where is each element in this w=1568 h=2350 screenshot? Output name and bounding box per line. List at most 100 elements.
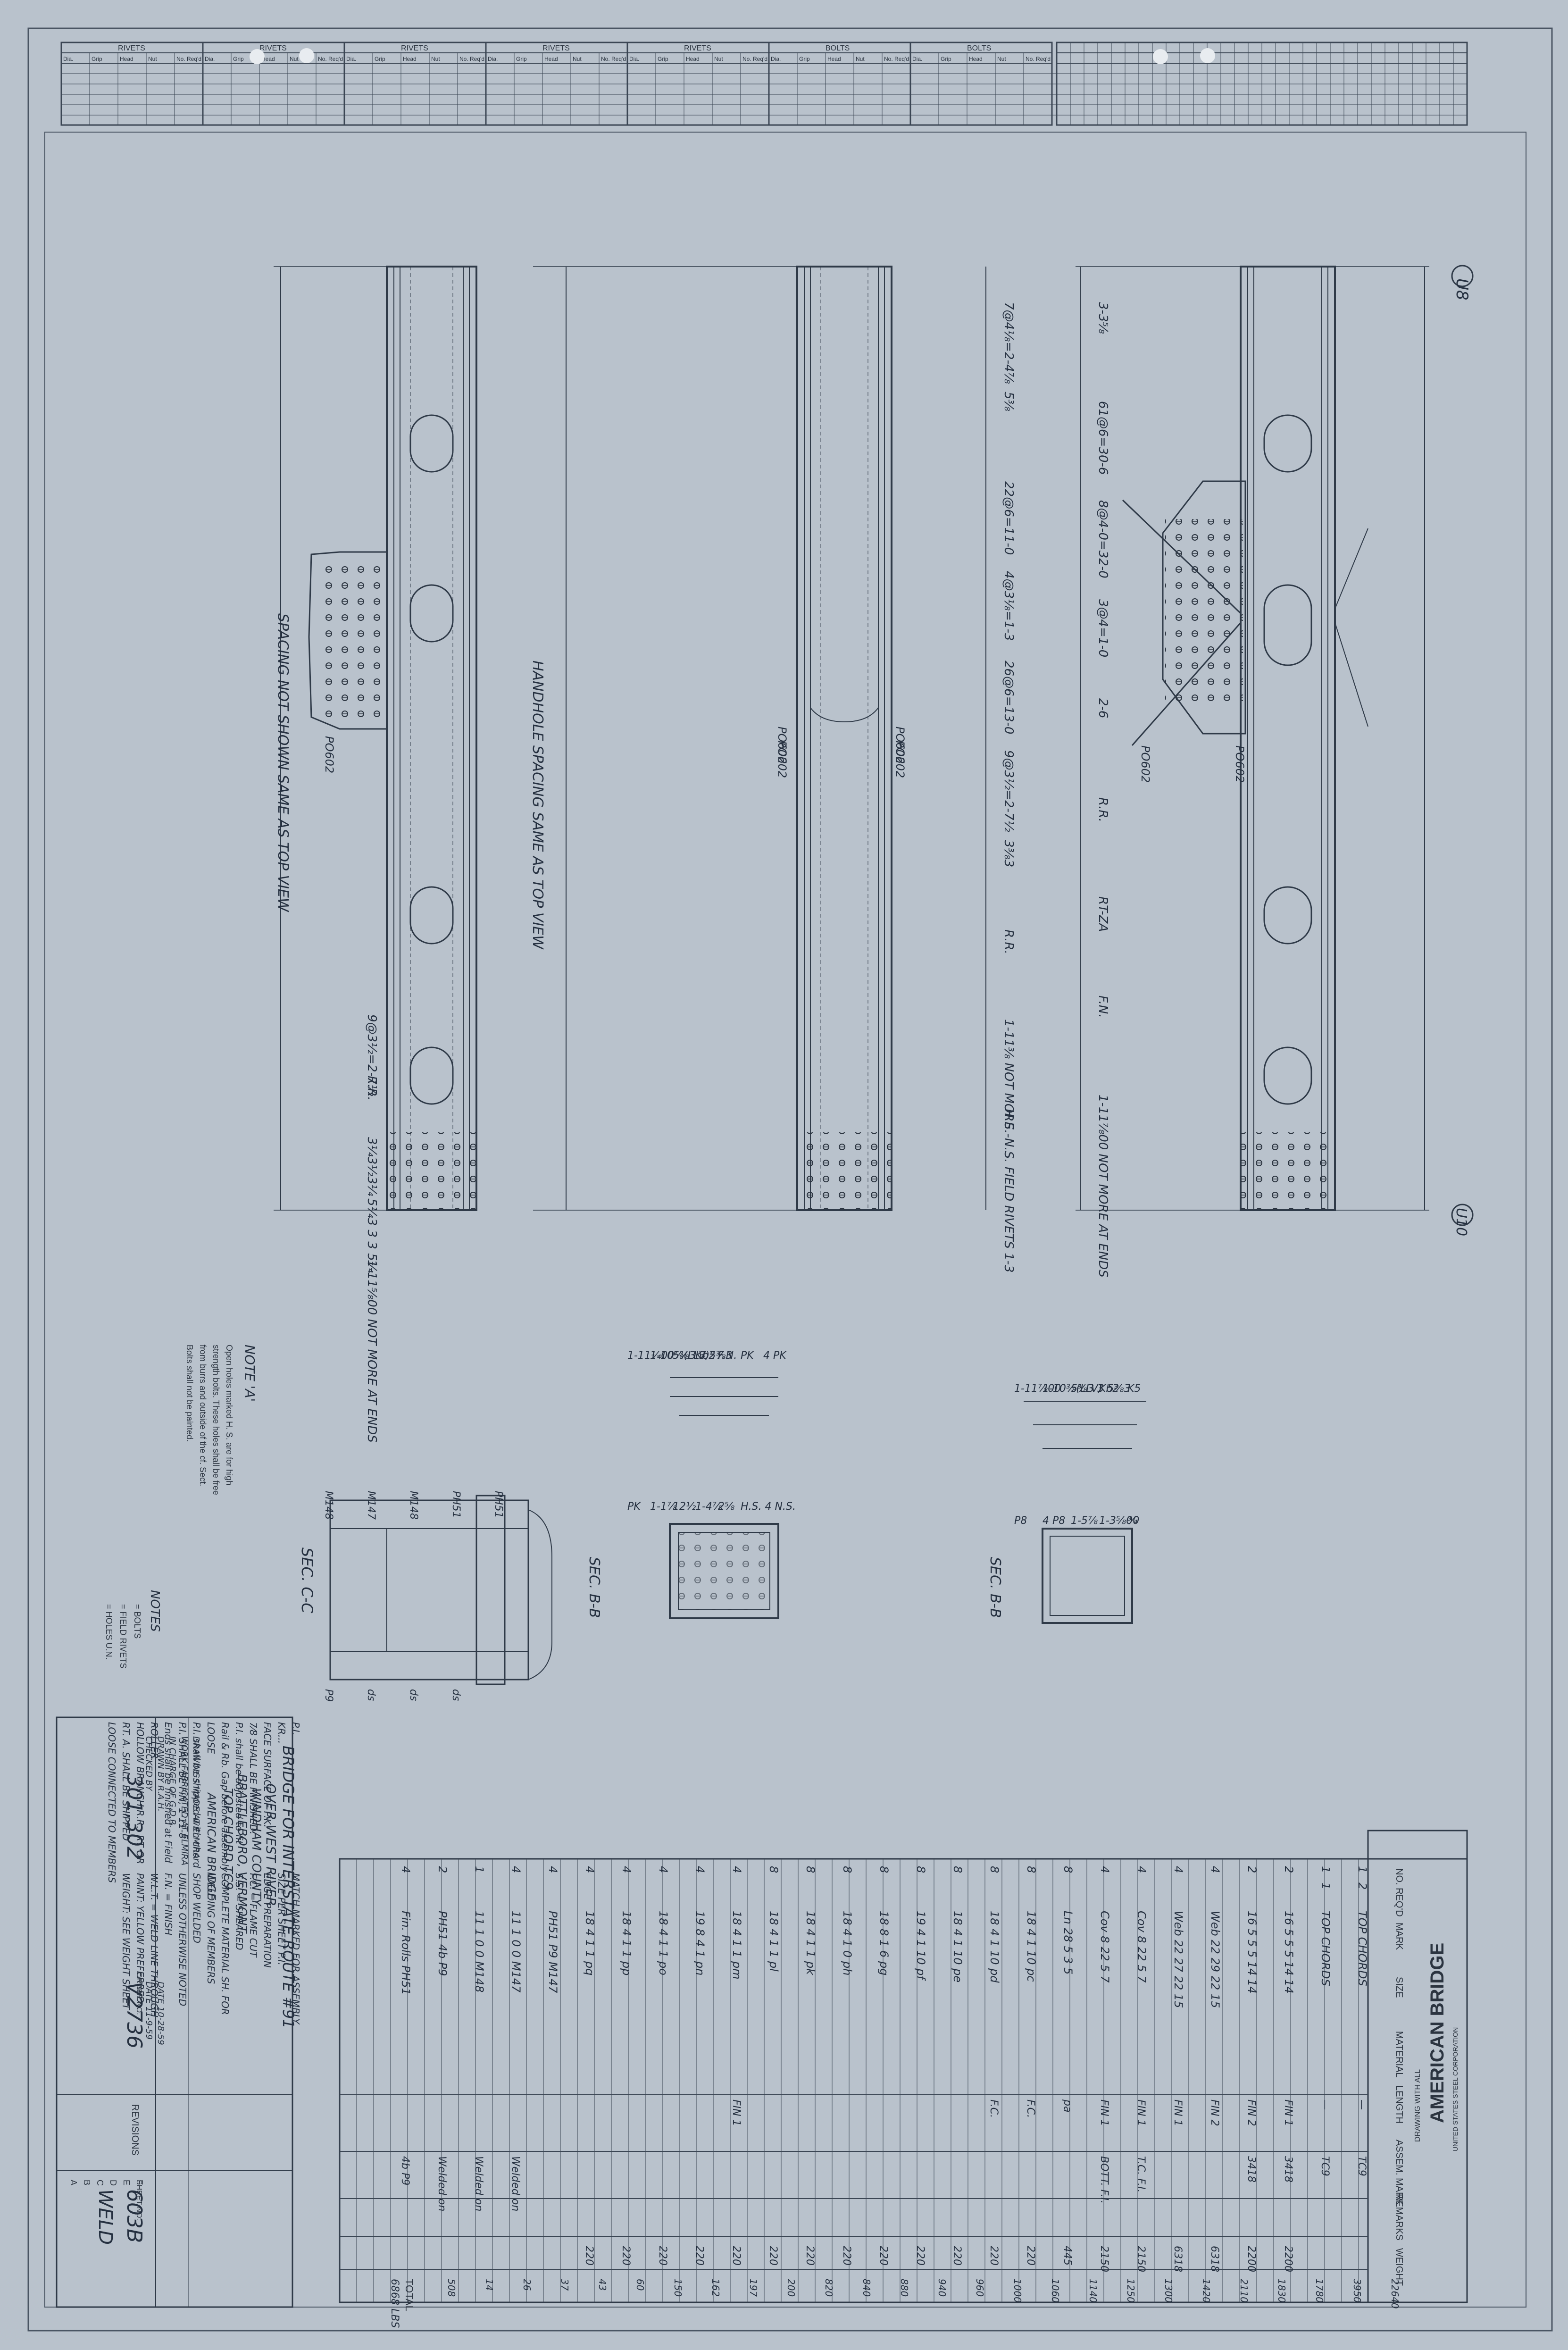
remark-line: 7⁄8 SHALL BE FINISHED.	[248, 1722, 259, 1834]
side-weight-value: 1830	[1276, 2279, 1287, 2303]
bill-row-material: FIN 1	[1282, 2099, 1294, 2126]
remark-line: Ends shall be finished at Field	[163, 1722, 174, 1863]
section-b-b-right-label: ¾	[1127, 1515, 1138, 1527]
remark-line: ROLLER	[149, 1722, 160, 1759]
side-weight-value: 2110	[1238, 2279, 1250, 2303]
bill-row-qty: 2	[436, 1866, 449, 1873]
remark-line: LOOSE CONNECTED TO MEMBERS	[106, 1722, 117, 1883]
middle-elevation-view	[533, 266, 986, 1211]
bill-row-weight: 220	[657, 2246, 668, 2266]
bill-row-material: —	[1356, 2099, 1368, 2110]
sheet-label: SHEET NO.	[135, 2180, 143, 2220]
side-weight-value: 1000	[1012, 2279, 1023, 2303]
bill-row-assembly: Welded on	[509, 2156, 521, 2211]
bill-row-qty: 2	[1245, 1866, 1259, 1873]
notes-legend-line: = HOLES U.N.	[104, 1604, 114, 1660]
bill-row-description: Cov 8 22 5 7	[1098, 1911, 1111, 1983]
bill-row-weight: 2200	[1282, 2246, 1294, 2272]
side-weight-value: 840	[861, 2279, 872, 2297]
section-c-c-label: P9	[323, 1689, 334, 1702]
bill-row-weight: 220	[583, 2246, 595, 2266]
section-b-b-left-label: F.N.	[718, 1350, 737, 1362]
title-block-line2: OVER WEST RIVER	[263, 1783, 279, 1906]
header-group-label: RIVETS	[542, 44, 570, 52]
header-subcol-label: Head	[827, 56, 841, 62]
revision-letter: F	[135, 2180, 144, 2185]
bill-row-weight: 220	[620, 2246, 632, 2266]
bill-row-description: Fin. Rolls PH51	[399, 1911, 412, 1995]
section-c-c-label: ds	[408, 1689, 419, 1701]
bill-row-material: FIN 1	[730, 2099, 742, 2126]
bill-row-description: 18 8 1 6 pg	[877, 1911, 891, 1975]
bill-row-qty: 1	[1319, 1866, 1332, 1873]
right-view-dimension: 3@4=1-0	[1096, 599, 1110, 657]
punch-hole	[1200, 48, 1215, 63]
middle-view-dimension: 4@3⅛=1-3	[1001, 571, 1016, 641]
section-b-b-right-label: 1-5⅞	[1071, 1515, 1098, 1527]
section-b-b-left-label: PK	[627, 1501, 641, 1513]
bill-row-weight: 445	[1061, 2246, 1073, 2266]
remark-line: W.L.T. = WELD LINE THROUGH	[149, 1873, 160, 2017]
header-group-label: RIVETS	[118, 44, 145, 52]
right-elevation-view	[1076, 265, 1474, 1226]
section-b-b-right-title: SEC. B-B	[987, 1557, 1003, 1618]
header-subcol-label: Dia.	[346, 56, 356, 62]
bill-row-qty: 4	[1209, 1866, 1222, 1873]
header-subcol-label: Nut	[997, 56, 1006, 62]
side-weight-value: 197	[748, 2279, 759, 2297]
left-view-note: SPACING NOT SHOWN SAME AS TOP VIEW	[275, 613, 291, 912]
bill-row-description: 16 5 5 5 14 14	[1282, 1911, 1295, 1994]
bill-column-header: SIZE	[1394, 1977, 1404, 1998]
notes-legend-line: = BOLTS	[133, 1604, 142, 1639]
header-subcol-label: Grip	[941, 56, 951, 62]
side-weight-value: 1140	[1087, 2279, 1099, 2303]
section-b-b-left-label: 5⅜3 3 5⅜3	[673, 1350, 733, 1362]
header-subcol-label: Nut	[856, 56, 865, 62]
bill-column-header: MATERIAL	[1394, 2031, 1404, 2078]
title-block	[56, 1716, 293, 2308]
bill-row-assembly: BOTT. F.I.	[1098, 2156, 1110, 2204]
bill-row-material: FIN 1	[1172, 2099, 1184, 2126]
remark-line: WEIGHT: SEE WEIGHT SHEET	[120, 1873, 132, 2010]
section-b-b-left-label: 1-4⅞	[695, 1501, 722, 1513]
bill-row-qty: 8	[804, 1866, 817, 1873]
right-view-dimension: 3-3⅝	[1096, 302, 1110, 334]
bill-row-description: 18 4 1 10 pc	[1025, 1911, 1038, 1982]
header-subcol-label: Grip	[516, 56, 527, 62]
remark-line: P.I. shall be shipped with chord	[191, 1722, 202, 1868]
bill-row-weight: 2150	[1135, 2246, 1147, 2272]
section-b-b-left-title: SEC. B-B	[586, 1557, 602, 1618]
punch-hole	[299, 48, 314, 63]
middle-view-dimension: R.R.	[1001, 929, 1016, 954]
bill-row-material: pa	[1061, 2099, 1073, 2112]
revision-letter: B	[82, 2180, 92, 2185]
reference-number: 301,302	[122, 1774, 146, 1860]
bill-column-header: REMARKS	[1394, 2194, 1404, 2241]
right-view-dimension: R.R.	[1096, 797, 1110, 822]
bill-row-qty: 4	[1172, 1866, 1185, 1873]
section-c-c-label: PH51	[450, 1491, 462, 1518]
header-group-label: BOLTS	[826, 44, 850, 52]
section-b-b-right-label: Kb2	[1099, 1383, 1119, 1395]
header-group-label: RIVETS	[684, 44, 711, 52]
right-view-dimension: RT-ZA	[1096, 896, 1110, 932]
section-b-b-left-label: 1-1⅞	[650, 1501, 677, 1513]
side-weight-value: 1060	[1050, 2279, 1061, 2303]
left-view-dimension: 5¼3 3 3 5¼	[365, 1198, 379, 1273]
bill-row-description: 19 8 4 1 pn	[693, 1911, 707, 1975]
middle-view-dimension: 3⅜3	[1001, 840, 1016, 867]
remark-line: COMPLETE MATERIAL SH. FOR	[219, 1873, 231, 2015]
header-subcol-label: Nut	[290, 56, 299, 62]
bill-row-weight: 220	[693, 2246, 705, 2266]
section-b-b-right-label: 4 P8	[1043, 1515, 1065, 1527]
header-subcol-label: Head	[544, 56, 558, 62]
remark-line: SIZE PER SHEET P.I.	[276, 1873, 287, 1965]
bill-row-weight: 220	[914, 2246, 926, 2266]
bill-row-qty: 8	[1025, 1866, 1038, 1873]
section-c-c-label: ds	[450, 1689, 462, 1701]
bill-row-description: TOP CHORDS	[1356, 1911, 1369, 1986]
bill-row-weight: 220	[1025, 2246, 1036, 2266]
header-subcol-label: Head	[403, 56, 417, 62]
side-weight-value: 60	[634, 2279, 646, 2291]
